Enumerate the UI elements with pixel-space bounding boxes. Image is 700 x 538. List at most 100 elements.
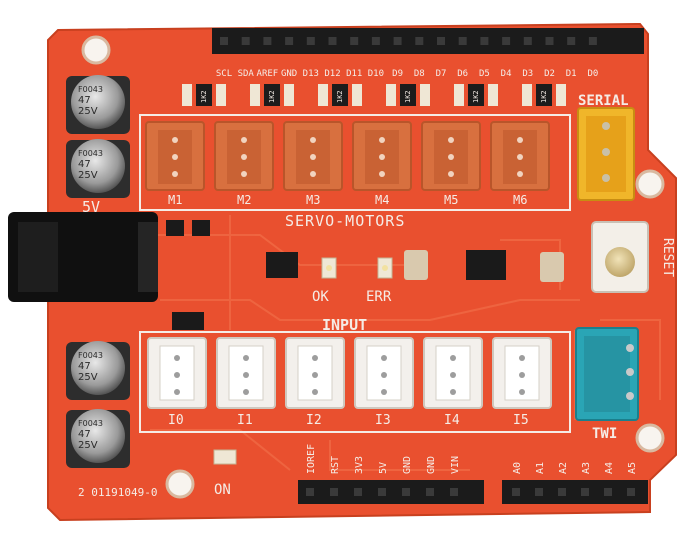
led-on (213, 449, 237, 465)
twi-connector[interactable] (575, 327, 639, 421)
input-connector[interactable] (285, 337, 345, 409)
top-pin-header (212, 28, 644, 54)
header-pin (415, 37, 424, 45)
header-pin (567, 37, 576, 45)
header-pin (604, 488, 612, 496)
servo-connector[interactable] (283, 121, 343, 191)
capacitor-marking: 25V (78, 372, 98, 383)
led-on-label: ON (214, 482, 231, 498)
analog-pin-label: A0 (512, 462, 523, 474)
input-connector[interactable] (147, 337, 207, 409)
top-pin-label: SDA (238, 69, 255, 79)
top-pin-label: D1 (566, 69, 577, 79)
reset-label: RESET (660, 238, 675, 277)
input-connector-label: I3 (375, 413, 391, 428)
input-area-outline (139, 331, 571, 433)
mounting-holes (81, 35, 665, 499)
capacitor-marking: F0043 (78, 85, 103, 94)
header-pin (627, 488, 635, 496)
header-pin (558, 488, 566, 496)
resistor: 1K2 (182, 84, 226, 106)
header-pin (378, 488, 386, 496)
resistor-label: 1K2 (200, 90, 208, 103)
led-ok-label: OK (312, 289, 329, 305)
power-pin-label: RST (330, 456, 341, 474)
header-pin (263, 37, 272, 45)
header-pin (523, 37, 532, 45)
serial-connector[interactable] (577, 107, 635, 201)
input-connector-label: I5 (513, 413, 529, 428)
header-pin (426, 488, 434, 496)
resistor-label: 1K2 (268, 90, 276, 103)
resistor: 1K2 (454, 84, 498, 106)
resistor: 1K2 (318, 84, 362, 106)
analog-pin-label: A3 (581, 462, 592, 474)
input-connector[interactable] (492, 337, 552, 409)
top-pin-label: D0 (587, 69, 598, 79)
led-err (377, 257, 393, 279)
input-connector[interactable] (354, 337, 414, 409)
servo-connector-label: M1 (168, 193, 182, 207)
header-pin (328, 37, 337, 45)
servo-connector[interactable] (490, 121, 550, 191)
power-pin-label: VIN (450, 456, 461, 474)
serial-label: SERIAL (578, 93, 629, 109)
analog-pin-label: A4 (604, 462, 615, 474)
reset-button[interactable] (591, 221, 649, 293)
resistor: 1K2 (522, 84, 566, 106)
input-connector[interactable] (423, 337, 483, 409)
servo-connector-label: M5 (444, 193, 458, 207)
analog-pin-label: A5 (627, 462, 638, 474)
bottom-pin-headers (298, 480, 648, 504)
header-pin (285, 37, 294, 45)
resistor-label: 1K2 (336, 90, 344, 103)
top-pin-label: AREF (257, 69, 279, 79)
input-connector[interactable] (216, 337, 276, 409)
servo-connector[interactable] (352, 121, 412, 191)
capacitor-marking: 25V (78, 106, 98, 117)
servo-connector[interactable] (421, 121, 481, 191)
capacitor-marking: F0043 (78, 351, 103, 360)
capacitor-marking: 47 (78, 361, 91, 372)
header-pin (545, 37, 554, 45)
servo-connector-label: M6 (513, 193, 527, 207)
dc-jack (8, 212, 158, 302)
capacitor-marking: 47 (78, 159, 91, 170)
top-pin-label: D12 (324, 69, 340, 79)
ic-chips (166, 220, 564, 330)
top-pin-label: D2 (544, 69, 555, 79)
header-pin (354, 488, 362, 496)
servo-connector[interactable] (214, 121, 274, 191)
input-title: INPUT (322, 316, 367, 334)
top-pin-label: D10 (368, 69, 384, 79)
servo-connector[interactable] (145, 121, 205, 191)
header-pin (241, 37, 250, 45)
resistor-label: 1K2 (540, 90, 548, 103)
header-pin (220, 37, 228, 45)
header-pin (458, 37, 467, 45)
capacitor-marking: F0043 (78, 419, 103, 428)
header-pin (330, 488, 338, 496)
power-pin-label: 3V3 (354, 456, 365, 474)
twi-label: TWI (592, 426, 617, 442)
analog-pin-label: A1 (535, 462, 546, 474)
analog-pin-label: A2 (558, 462, 569, 474)
header-pin (306, 488, 314, 496)
header-pin (588, 37, 597, 45)
capacitor-marking: 47 (78, 429, 91, 440)
servo-connector-label: M2 (237, 193, 251, 207)
top-pin-label: SCL (216, 69, 232, 79)
top-pin-label: D7 (436, 69, 447, 79)
led-err-label: ERR (366, 289, 392, 305)
header-pin (393, 37, 402, 45)
led-ok (321, 257, 337, 279)
input-connector-label: I1 (237, 413, 253, 428)
input-connector-label: I0 (168, 413, 184, 428)
header-pin (480, 37, 489, 45)
serial-number: 2 01191049-0 (78, 486, 157, 499)
